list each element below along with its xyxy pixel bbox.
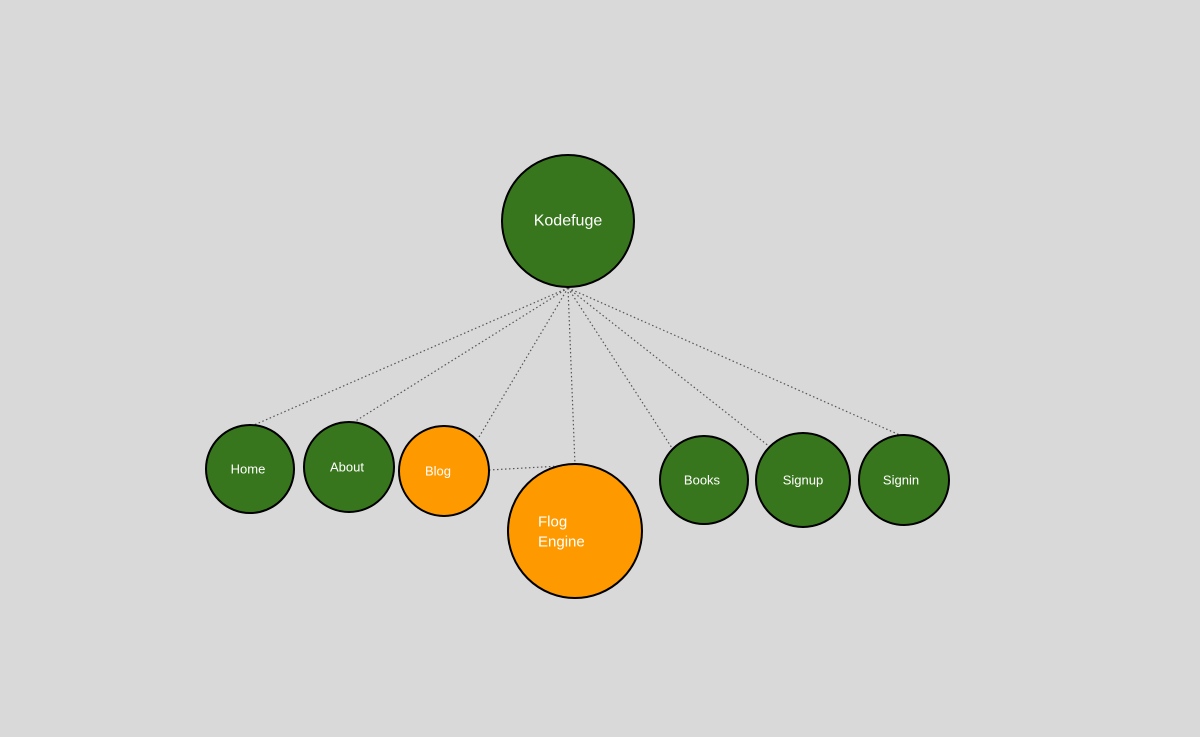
node-label-line: Flog (538, 514, 567, 531)
node-circle-flog-engine (507, 463, 643, 599)
node-circle-signin (858, 434, 950, 526)
node-signup: Signup (755, 432, 851, 528)
node-label-home: Home (231, 462, 266, 477)
node-circle-kodefuge (501, 154, 635, 288)
node-label-about: About (330, 460, 364, 475)
edge-kodefuge-to-signin (567, 287, 903, 437)
node-label-signup: Signup (783, 473, 823, 488)
edge-kodefuge-to-home (253, 287, 569, 426)
node-circle-books (659, 435, 749, 525)
node-label-blog: Blog (425, 464, 451, 479)
node-label-kodefuge: Kodefuge (534, 213, 603, 230)
node-blog: Blog (398, 425, 490, 517)
node-signin: Signin (858, 434, 950, 526)
node-label-signin: Signin (883, 473, 919, 488)
edge-kodefuge-to-flog-engine (567, 287, 576, 466)
node-about: About (303, 421, 395, 513)
node-home: Home (205, 424, 295, 514)
edge-kodefuge-to-blog (478, 287, 569, 438)
node-circle-signup (755, 432, 851, 528)
node-kodefuge: Kodefuge (501, 154, 635, 288)
edge-kodefuge-to-books (567, 287, 673, 449)
edge-kodefuge-to-about (353, 287, 569, 423)
connector-lines (253, 287, 903, 471)
edge-kodefuge-to-signup (567, 287, 771, 448)
node-circle-about (303, 421, 395, 513)
node-circle-home (205, 424, 295, 514)
node-label-books: Books (684, 473, 721, 488)
node-books: Books (659, 435, 749, 525)
node-circle-blog (398, 425, 490, 517)
node-label-line: Engine (538, 534, 585, 551)
